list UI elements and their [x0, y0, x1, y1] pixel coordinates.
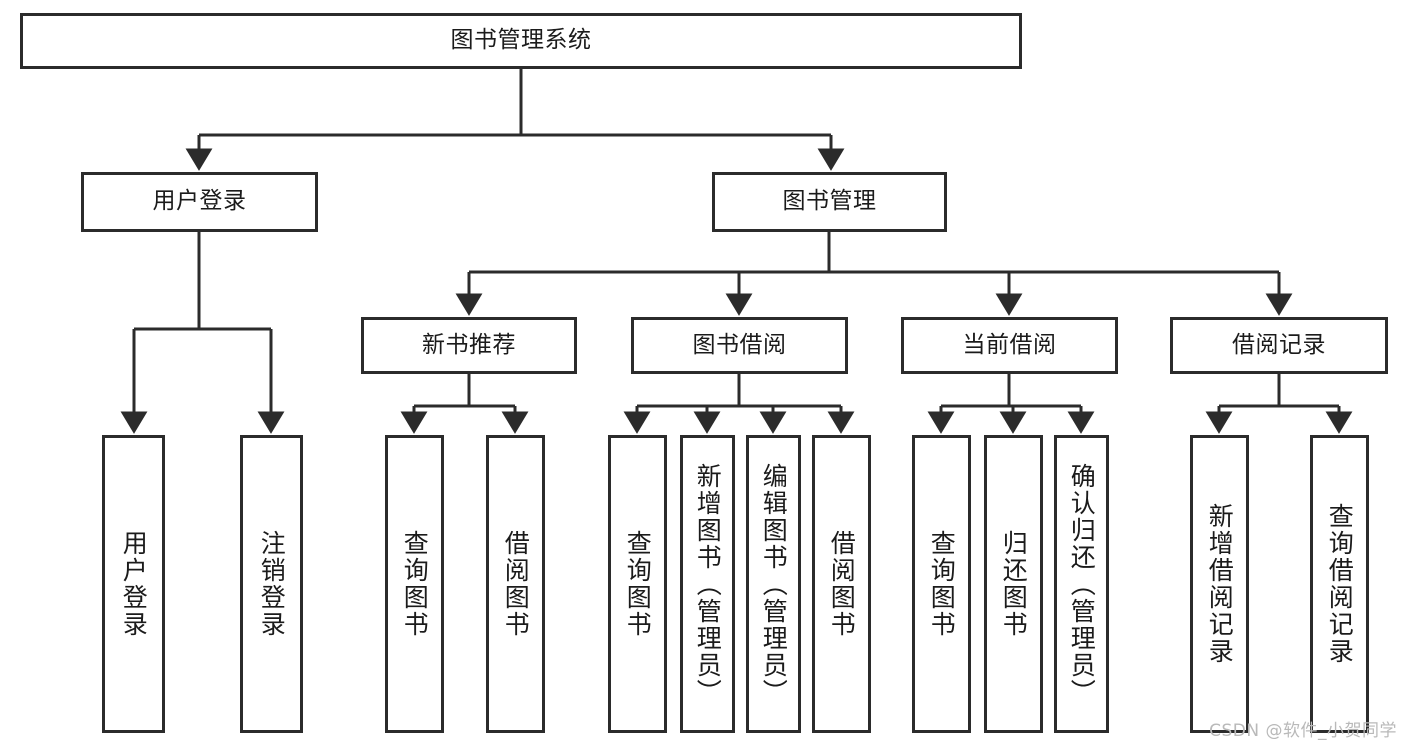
node-user-login-label: 用户登录: [152, 188, 247, 215]
node-leaf-query-book-rec[interactable]: 查询图书: [385, 435, 444, 733]
node-leaf-query-borrow-record[interactable]: 查询借阅记录: [1310, 435, 1369, 733]
node-leaf-user-login-label: 用户登录: [119, 530, 149, 638]
node-book-management-label: 图书管理: [782, 188, 877, 215]
node-leaf-query-book-current[interactable]: 查询图书: [912, 435, 971, 733]
node-leaf-add-book-admin-label: 新增图书（管理员）: [693, 462, 723, 706]
node-new-book-recommend-label: 新书推荐: [422, 331, 516, 358]
node-leaf-logout[interactable]: 注销登录: [240, 435, 303, 733]
node-book-borrow[interactable]: 图书借阅: [631, 317, 848, 374]
node-leaf-borrow-book-rec[interactable]: 借阅图书: [486, 435, 545, 733]
node-borrow-record-label: 借阅记录: [1232, 331, 1326, 358]
node-leaf-borrow-book-label: 借阅图书: [827, 530, 857, 638]
node-leaf-add-borrow-record-label: 新增借阅记录: [1205, 503, 1235, 665]
node-user-login[interactable]: 用户登录: [81, 172, 318, 232]
node-leaf-logout-label: 注销登录: [257, 530, 287, 638]
node-leaf-query-book-borrow-label: 查询图书: [623, 530, 653, 638]
node-leaf-borrow-book[interactable]: 借阅图书: [812, 435, 871, 733]
node-leaf-return-book[interactable]: 归还图书: [984, 435, 1043, 733]
node-leaf-confirm-return-admin[interactable]: 确认归还（管理员）: [1054, 435, 1109, 733]
node-leaf-return-book-label: 归还图书: [999, 530, 1029, 638]
node-leaf-add-borrow-record[interactable]: 新增借阅记录: [1190, 435, 1249, 733]
node-leaf-user-login[interactable]: 用户登录: [102, 435, 165, 733]
node-leaf-query-book-rec-label: 查询图书: [400, 530, 430, 638]
node-leaf-add-book-admin[interactable]: 新增图书（管理员）: [680, 435, 735, 733]
node-leaf-confirm-return-admin-label: 确认归还（管理员）: [1067, 462, 1097, 706]
node-root[interactable]: 图书管理系统: [20, 13, 1022, 69]
node-current-borrow[interactable]: 当前借阅: [901, 317, 1118, 374]
node-root-label: 图书管理系统: [450, 27, 592, 54]
node-book-management[interactable]: 图书管理: [712, 172, 947, 232]
node-leaf-query-book-current-label: 查询图书: [927, 530, 957, 638]
node-leaf-borrow-book-rec-label: 借阅图书: [501, 530, 531, 638]
node-new-book-recommend[interactable]: 新书推荐: [361, 317, 577, 374]
node-leaf-edit-book-admin[interactable]: 编辑图书（管理员）: [746, 435, 801, 733]
node-leaf-query-borrow-record-label: 查询借阅记录: [1325, 503, 1355, 665]
node-current-borrow-label: 当前借阅: [962, 331, 1057, 358]
node-leaf-query-book-borrow[interactable]: 查询图书: [608, 435, 667, 733]
node-book-borrow-label: 图书借阅: [692, 331, 787, 358]
node-borrow-record[interactable]: 借阅记录: [1170, 317, 1388, 374]
node-leaf-edit-book-admin-label: 编辑图书（管理员）: [759, 462, 789, 706]
